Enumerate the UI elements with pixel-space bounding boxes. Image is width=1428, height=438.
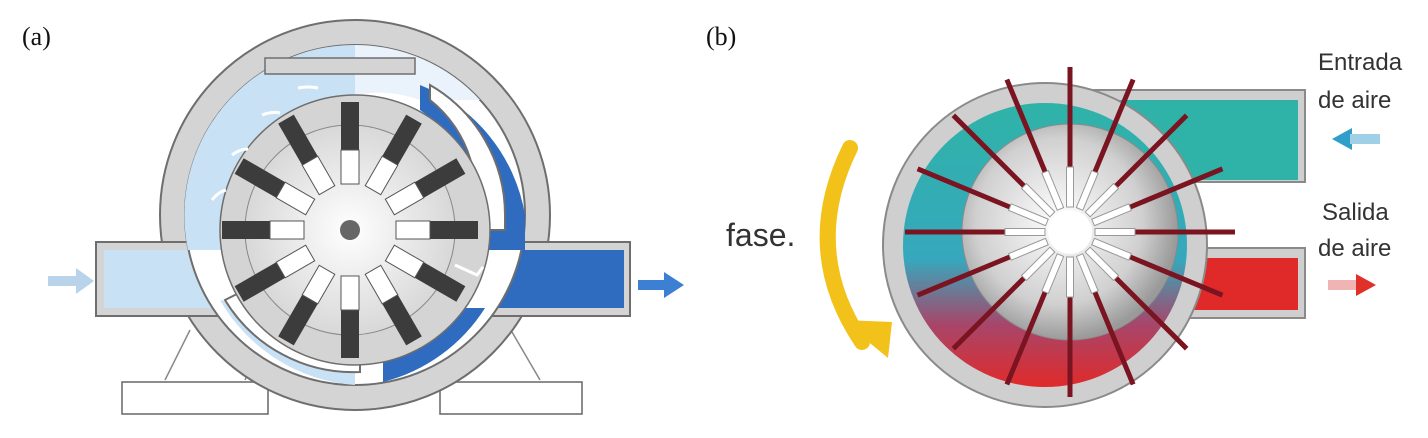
pump-a-vane bbox=[384, 244, 466, 302]
pump-a-vane bbox=[278, 264, 336, 346]
panel-a-label: (a) bbox=[22, 22, 51, 51]
rotation-arrow bbox=[819, 140, 892, 358]
pump-a-vane bbox=[278, 114, 336, 196]
pump-a-vanes bbox=[222, 102, 478, 358]
pump-a-shaft bbox=[340, 220, 360, 240]
panel-b-label: (b) bbox=[706, 22, 737, 51]
pump-a-stand-left bbox=[121, 329, 269, 415]
inlet-label-line1: Entrada bbox=[1318, 49, 1403, 76]
pump-b-vane bbox=[1091, 166, 1224, 227]
pump-a-vane bbox=[234, 244, 316, 302]
pump-b-vanes bbox=[905, 67, 1235, 397]
pump-b-vane bbox=[1084, 113, 1189, 218]
pump-b-vane bbox=[1094, 228, 1235, 236]
outlet-label-line1: Salida bbox=[1322, 199, 1389, 226]
pump-b-vane bbox=[916, 237, 1049, 298]
pump-a-vane bbox=[364, 264, 422, 346]
pump-a-vane bbox=[364, 114, 422, 196]
pump-a-vane bbox=[395, 220, 478, 240]
pump-b-vane bbox=[916, 166, 1049, 227]
panel-b-diagram: fase. Entrada de aire Salida de aire bbox=[726, 49, 1403, 408]
panel-a-diagram bbox=[48, 19, 684, 415]
pump-a-vane bbox=[340, 102, 360, 185]
pump-a-flow-arrows bbox=[210, 85, 485, 277]
pump-b-vane bbox=[1004, 253, 1065, 386]
pump-b-vane bbox=[1075, 78, 1136, 211]
rotation-label: fase. bbox=[726, 217, 795, 253]
inlet-arrow bbox=[1332, 128, 1380, 150]
outlet-arrow bbox=[1328, 274, 1376, 296]
pump-b-vane bbox=[951, 246, 1056, 351]
pump-a-vane bbox=[384, 158, 466, 216]
pump-b-vane bbox=[1004, 78, 1065, 211]
pump-a-inlet-arrow bbox=[48, 268, 94, 294]
pump-a-vane bbox=[340, 275, 360, 358]
pump-b-vane bbox=[951, 113, 1056, 218]
pump-b-vane bbox=[1091, 237, 1224, 298]
inlet-label-line2: de aire bbox=[1318, 87, 1391, 114]
pump-b-vane bbox=[1066, 67, 1074, 208]
pump-b-vane bbox=[1066, 256, 1074, 397]
pump-a-vane bbox=[234, 158, 316, 216]
pump-b-vane bbox=[1075, 253, 1136, 386]
pump-a-vane bbox=[222, 220, 305, 240]
pump-b-vane bbox=[1084, 246, 1189, 351]
pump-b-hub bbox=[1048, 210, 1092, 254]
pump-a-outlet-arrow bbox=[638, 272, 684, 298]
pump-b-vane bbox=[905, 228, 1046, 236]
outlet-label-line2: de aire bbox=[1318, 235, 1391, 262]
